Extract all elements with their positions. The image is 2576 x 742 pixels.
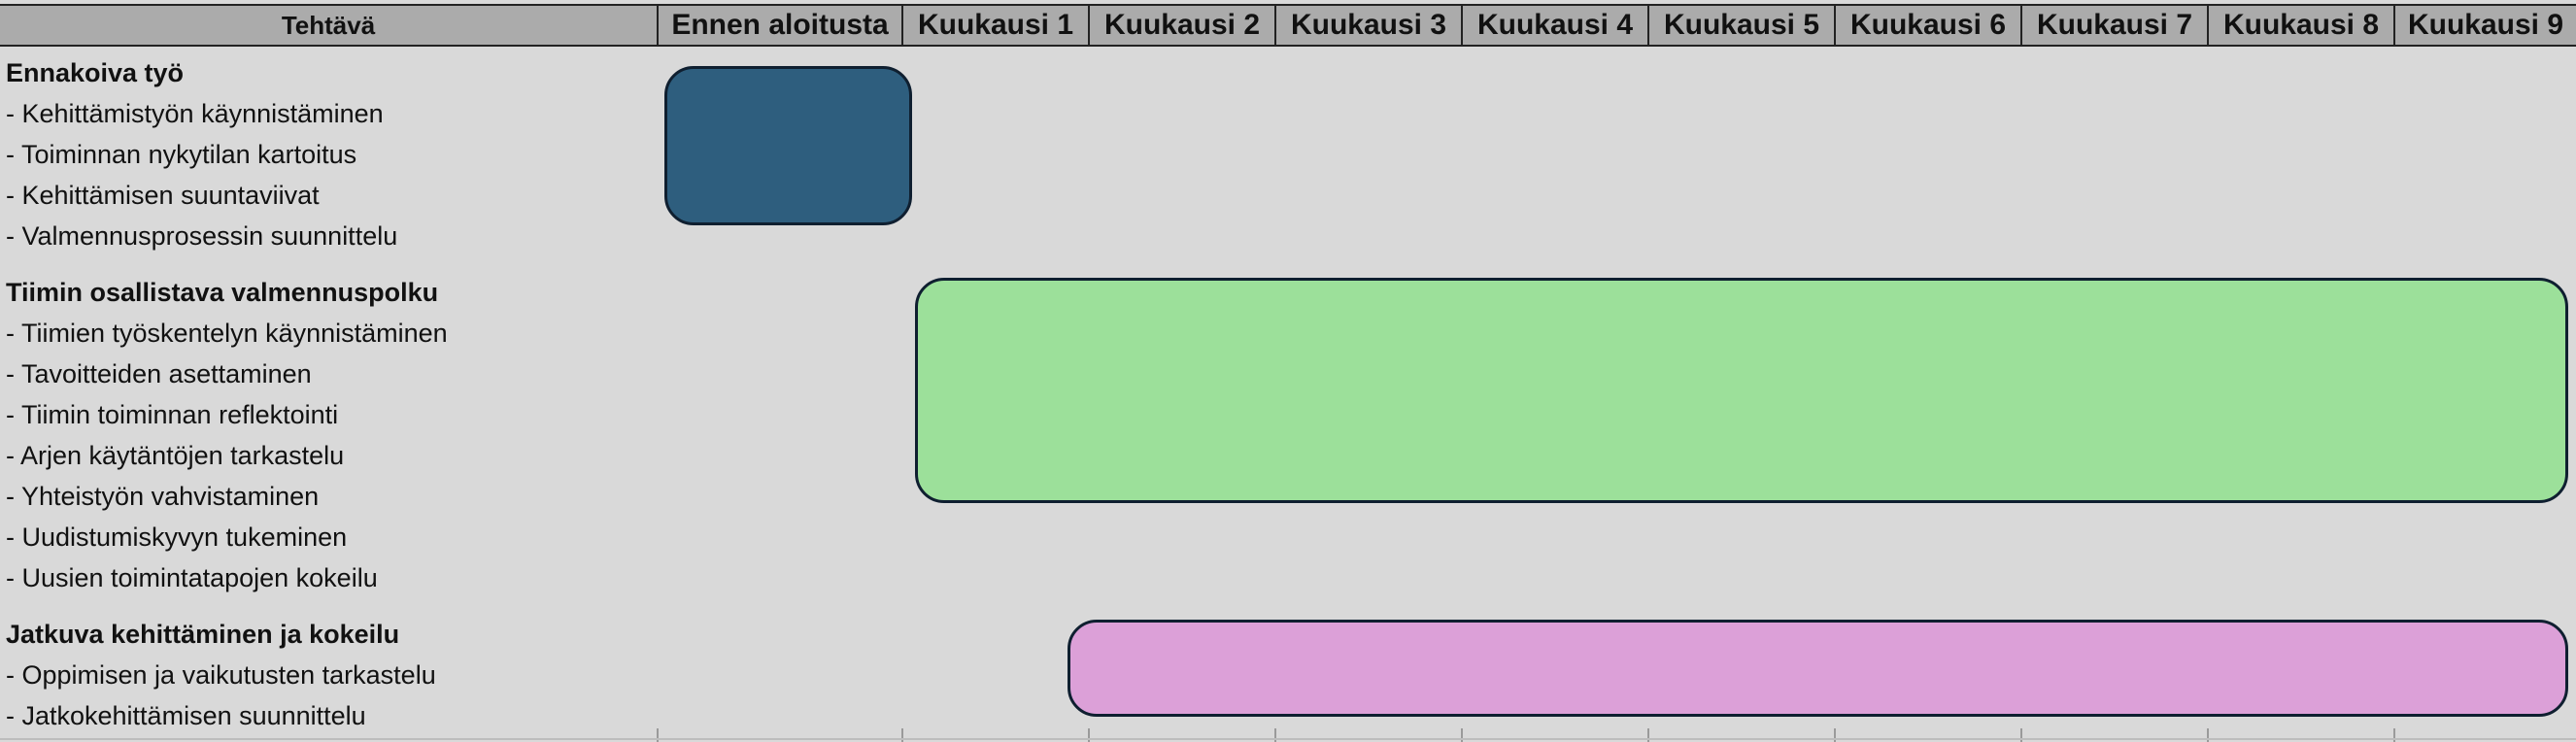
column-divider-1 <box>901 728 903 742</box>
task-item: - Yhteistyön vahvistaminen <box>6 482 320 511</box>
task-item: - Jatkokehittämisen suunnittelu <box>6 701 366 730</box>
task-item: - Tavoitteiden asettaminen <box>6 359 312 388</box>
task-item: - Uusien toimintatapojen kokeilu <box>6 563 378 592</box>
column-divider-6 <box>1834 728 1836 742</box>
header-column-3: Kuukausi 3 <box>1274 6 1461 45</box>
column-divider-7 <box>2020 728 2022 742</box>
task-item: - Kehittämisen suuntaviivat <box>6 181 320 210</box>
column-divider-2 <box>1088 728 1090 742</box>
task-item: - Tiimin toiminnan reflektointi <box>6 400 339 429</box>
column-divider-8 <box>2207 728 2209 742</box>
task-item: - Valmennusprosessin suunnittelu <box>6 221 398 251</box>
task-item: - Arjen käytäntöjen tarkastelu <box>6 441 345 470</box>
header-task: Tehtävä <box>281 11 376 40</box>
column-divider-3 <box>1274 728 1276 742</box>
header-column-0: Ennen aloitusta <box>657 6 901 45</box>
gantt-bar-0 <box>664 66 913 225</box>
group-title-0: Ennakoiva työ <box>6 58 185 87</box>
gantt-bar-2 <box>1068 620 2568 717</box>
group-title-1: Tiimin osallistava valmennuspolku <box>6 278 439 307</box>
header-column-2: Kuukausi 2 <box>1088 6 1274 45</box>
column-divider-9 <box>2393 728 2395 742</box>
column-divider-5 <box>1647 728 1649 742</box>
task-item: - Kehittämistyön käynnistäminen <box>6 99 384 128</box>
column-divider-0 <box>657 728 659 742</box>
header-column-1: Kuukausi 1 <box>901 6 1088 45</box>
header-column-8: Kuukausi 8 <box>2207 6 2393 45</box>
gantt-bar-1 <box>914 278 2568 503</box>
column-divider-4 <box>1461 728 1463 742</box>
header-column-5: Kuukausi 5 <box>1647 6 1834 45</box>
header-column-7: Kuukausi 7 <box>2020 6 2207 45</box>
task-item: - Oppimisen ja vaikutusten tarkastelu <box>6 660 436 690</box>
header-column-9: Kuukausi 9 <box>2393 6 2576 45</box>
bottom-rule <box>0 738 2576 740</box>
group-title-2: Jatkuva kehittäminen ja kokeilu <box>6 620 400 649</box>
task-item: - Toiminnan nykytilan kartoitus <box>6 140 357 169</box>
task-item: - Uudistumiskyvyn tukeminen <box>6 523 348 552</box>
header-column-6: Kuukausi 6 <box>1834 6 2020 45</box>
task-item: - Tiimien työskentelyn käynnistäminen <box>6 319 448 348</box>
header-column-4: Kuukausi 4 <box>1461 6 1647 45</box>
